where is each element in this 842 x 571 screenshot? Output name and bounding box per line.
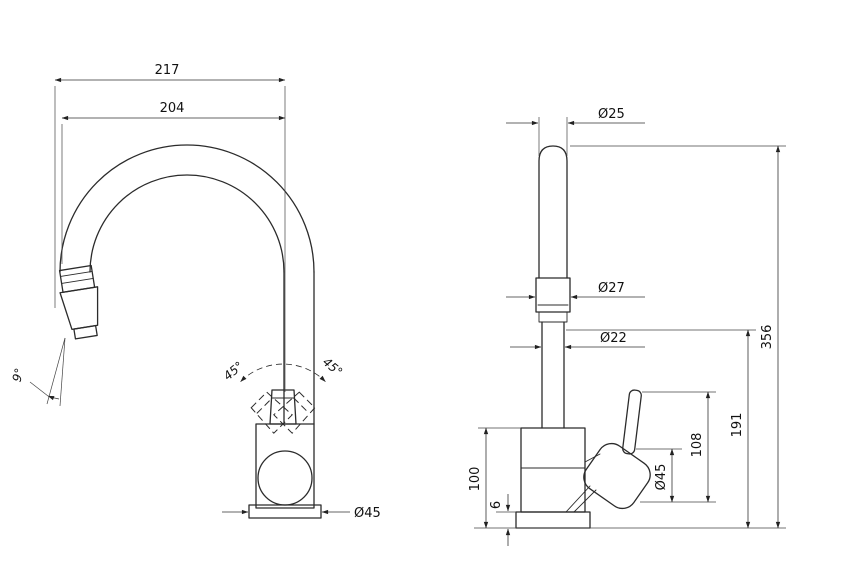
- handle-joint-lines: [565, 453, 601, 513]
- dim-lever-length: 108: [690, 433, 705, 458]
- dim-base-diameter: Ø45: [354, 506, 381, 521]
- handle-lever-rod: [622, 389, 642, 455]
- dim-body-height: 100: [468, 467, 483, 492]
- front-body: [520, 427, 586, 513]
- front-base-plate: [515, 511, 591, 529]
- handle-base-cylinder: [583, 442, 651, 510]
- spout-outer-arc: [59, 144, 315, 273]
- body-joint-circle: [257, 450, 313, 506]
- dim-base-plate-thickness: 6: [489, 501, 504, 509]
- faucet-base: [248, 504, 322, 519]
- dim-pipe-diameter: Ø22: [600, 331, 627, 346]
- front-view: Ø25 Ø27 Ø22 356 191 1: [468, 107, 786, 546]
- side-view: 217 204 9° 45° 45° Ø45: [10, 63, 381, 521]
- nozzle-angle-dim: 9°: [10, 337, 66, 407]
- dim-spout-outlet-height: 191: [730, 413, 745, 438]
- upper-pipe: [538, 145, 568, 279]
- dim-spout-top-diameter: Ø25: [598, 107, 625, 122]
- dim-handle-diameter: Ø45: [654, 464, 669, 491]
- dim-swing-right: 45°: [320, 355, 345, 379]
- dim-reach-spout: 204: [160, 101, 185, 116]
- spray-head: [58, 264, 99, 340]
- aerator-coupling: [535, 277, 571, 313]
- faucet-front-outline: [515, 145, 651, 529]
- dim-nozzle-angle: 9°: [10, 367, 27, 384]
- faucet-side-outline: [58, 144, 322, 519]
- dim-total-height: 356: [760, 325, 775, 350]
- lower-pipe: [541, 321, 565, 429]
- spout-inner-arc: [89, 174, 285, 273]
- front-view-dimensions: Ø25 Ø27 Ø22 356 191 1: [468, 107, 786, 546]
- handle-swing-ghosts: [240, 363, 326, 434]
- dim-reach-total: 217: [155, 63, 180, 78]
- dim-aerator-diameter: Ø27: [598, 281, 625, 296]
- swing-arc: [240, 363, 326, 382]
- aerator-lip: [538, 311, 568, 323]
- handle-lever-side: [269, 389, 297, 425]
